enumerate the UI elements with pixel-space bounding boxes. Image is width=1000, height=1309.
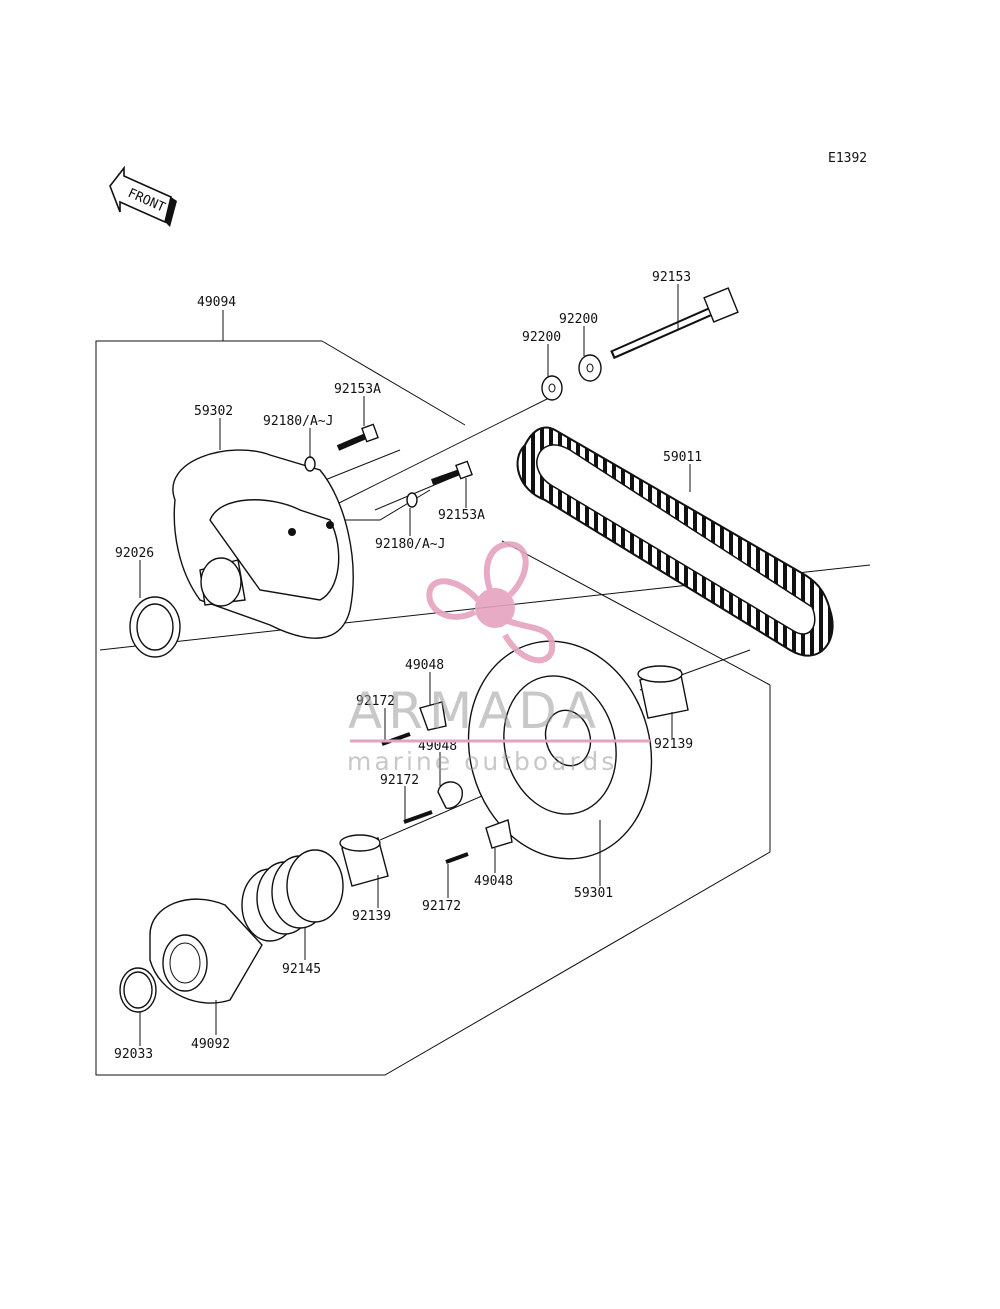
washer-92200-right — [578, 354, 602, 382]
weight-49048-middle — [437, 781, 463, 809]
leader-lines — [139, 284, 691, 1046]
label-92172-lower: 92172 — [422, 899, 461, 914]
washer-92180-lower — [406, 492, 418, 508]
screw-92172-middle — [403, 810, 433, 824]
drive-belt-59011 — [516, 426, 834, 657]
label-92139-right: 92139 — [654, 737, 693, 752]
label-92153A-upper: 92153A — [334, 382, 381, 397]
label-92200-right: 92200 — [559, 312, 598, 327]
bolt-92153 — [610, 287, 739, 360]
weight-49048-upper — [419, 701, 447, 731]
watermark: ARMADA marine outboards — [347, 541, 650, 776]
label-92033: 92033 — [114, 1047, 153, 1062]
washer-92180-upper — [304, 456, 316, 472]
diagram-code: E1392 — [828, 151, 867, 166]
assembly-boundary — [95, 340, 771, 1076]
propeller-logo-icon — [426, 541, 556, 664]
label-49092: 49092 — [191, 1037, 230, 1052]
fixed-sheave-59302 — [172, 449, 354, 639]
snap-ring-92033 — [119, 967, 157, 1013]
label-92200-left: 92200 — [522, 330, 561, 345]
label-92180-lower: 92180/A~J — [375, 537, 445, 552]
label-92172-middle: 92172 — [380, 773, 419, 788]
label-92026: 92026 — [115, 546, 154, 561]
watermark-tagline: marine outboards — [347, 747, 617, 776]
label-92145: 92145 — [282, 962, 321, 977]
front-arrow-icon: FRONT — [109, 165, 177, 227]
label-92153A-lower: 92153A — [438, 508, 485, 523]
label-92180-upper: 92180/A~J — [263, 414, 333, 429]
movable-sheave-59301 — [467, 640, 653, 860]
label-59302: 59302 — [194, 404, 233, 419]
bolt-92153A-upper — [336, 423, 379, 451]
label-92172-upper: 92172 — [356, 694, 395, 709]
bushing-92139-left — [339, 834, 389, 887]
bushing-92139-right — [637, 665, 689, 719]
label-59301: 59301 — [574, 886, 613, 901]
screw-92172-lower — [445, 852, 469, 864]
label-49048-lower: 49048 — [474, 874, 513, 889]
spring-92145 — [241, 849, 344, 942]
cam-49092 — [149, 898, 263, 1004]
watermark-brand: ARMADA — [348, 682, 602, 740]
label-92139-left: 92139 — [352, 909, 391, 924]
label-49094: 49094 — [197, 295, 236, 310]
washer-92026 — [129, 596, 181, 658]
label-49048-upper: 49048 — [405, 658, 444, 673]
bolt-92153A-lower — [430, 460, 473, 485]
label-92153: 92153 — [652, 270, 691, 285]
washer-92200-left — [541, 375, 563, 401]
label-59011: 59011 — [663, 450, 702, 465]
weight-49048-lower — [485, 819, 513, 849]
label-49048-middle: 49048 — [418, 739, 457, 754]
